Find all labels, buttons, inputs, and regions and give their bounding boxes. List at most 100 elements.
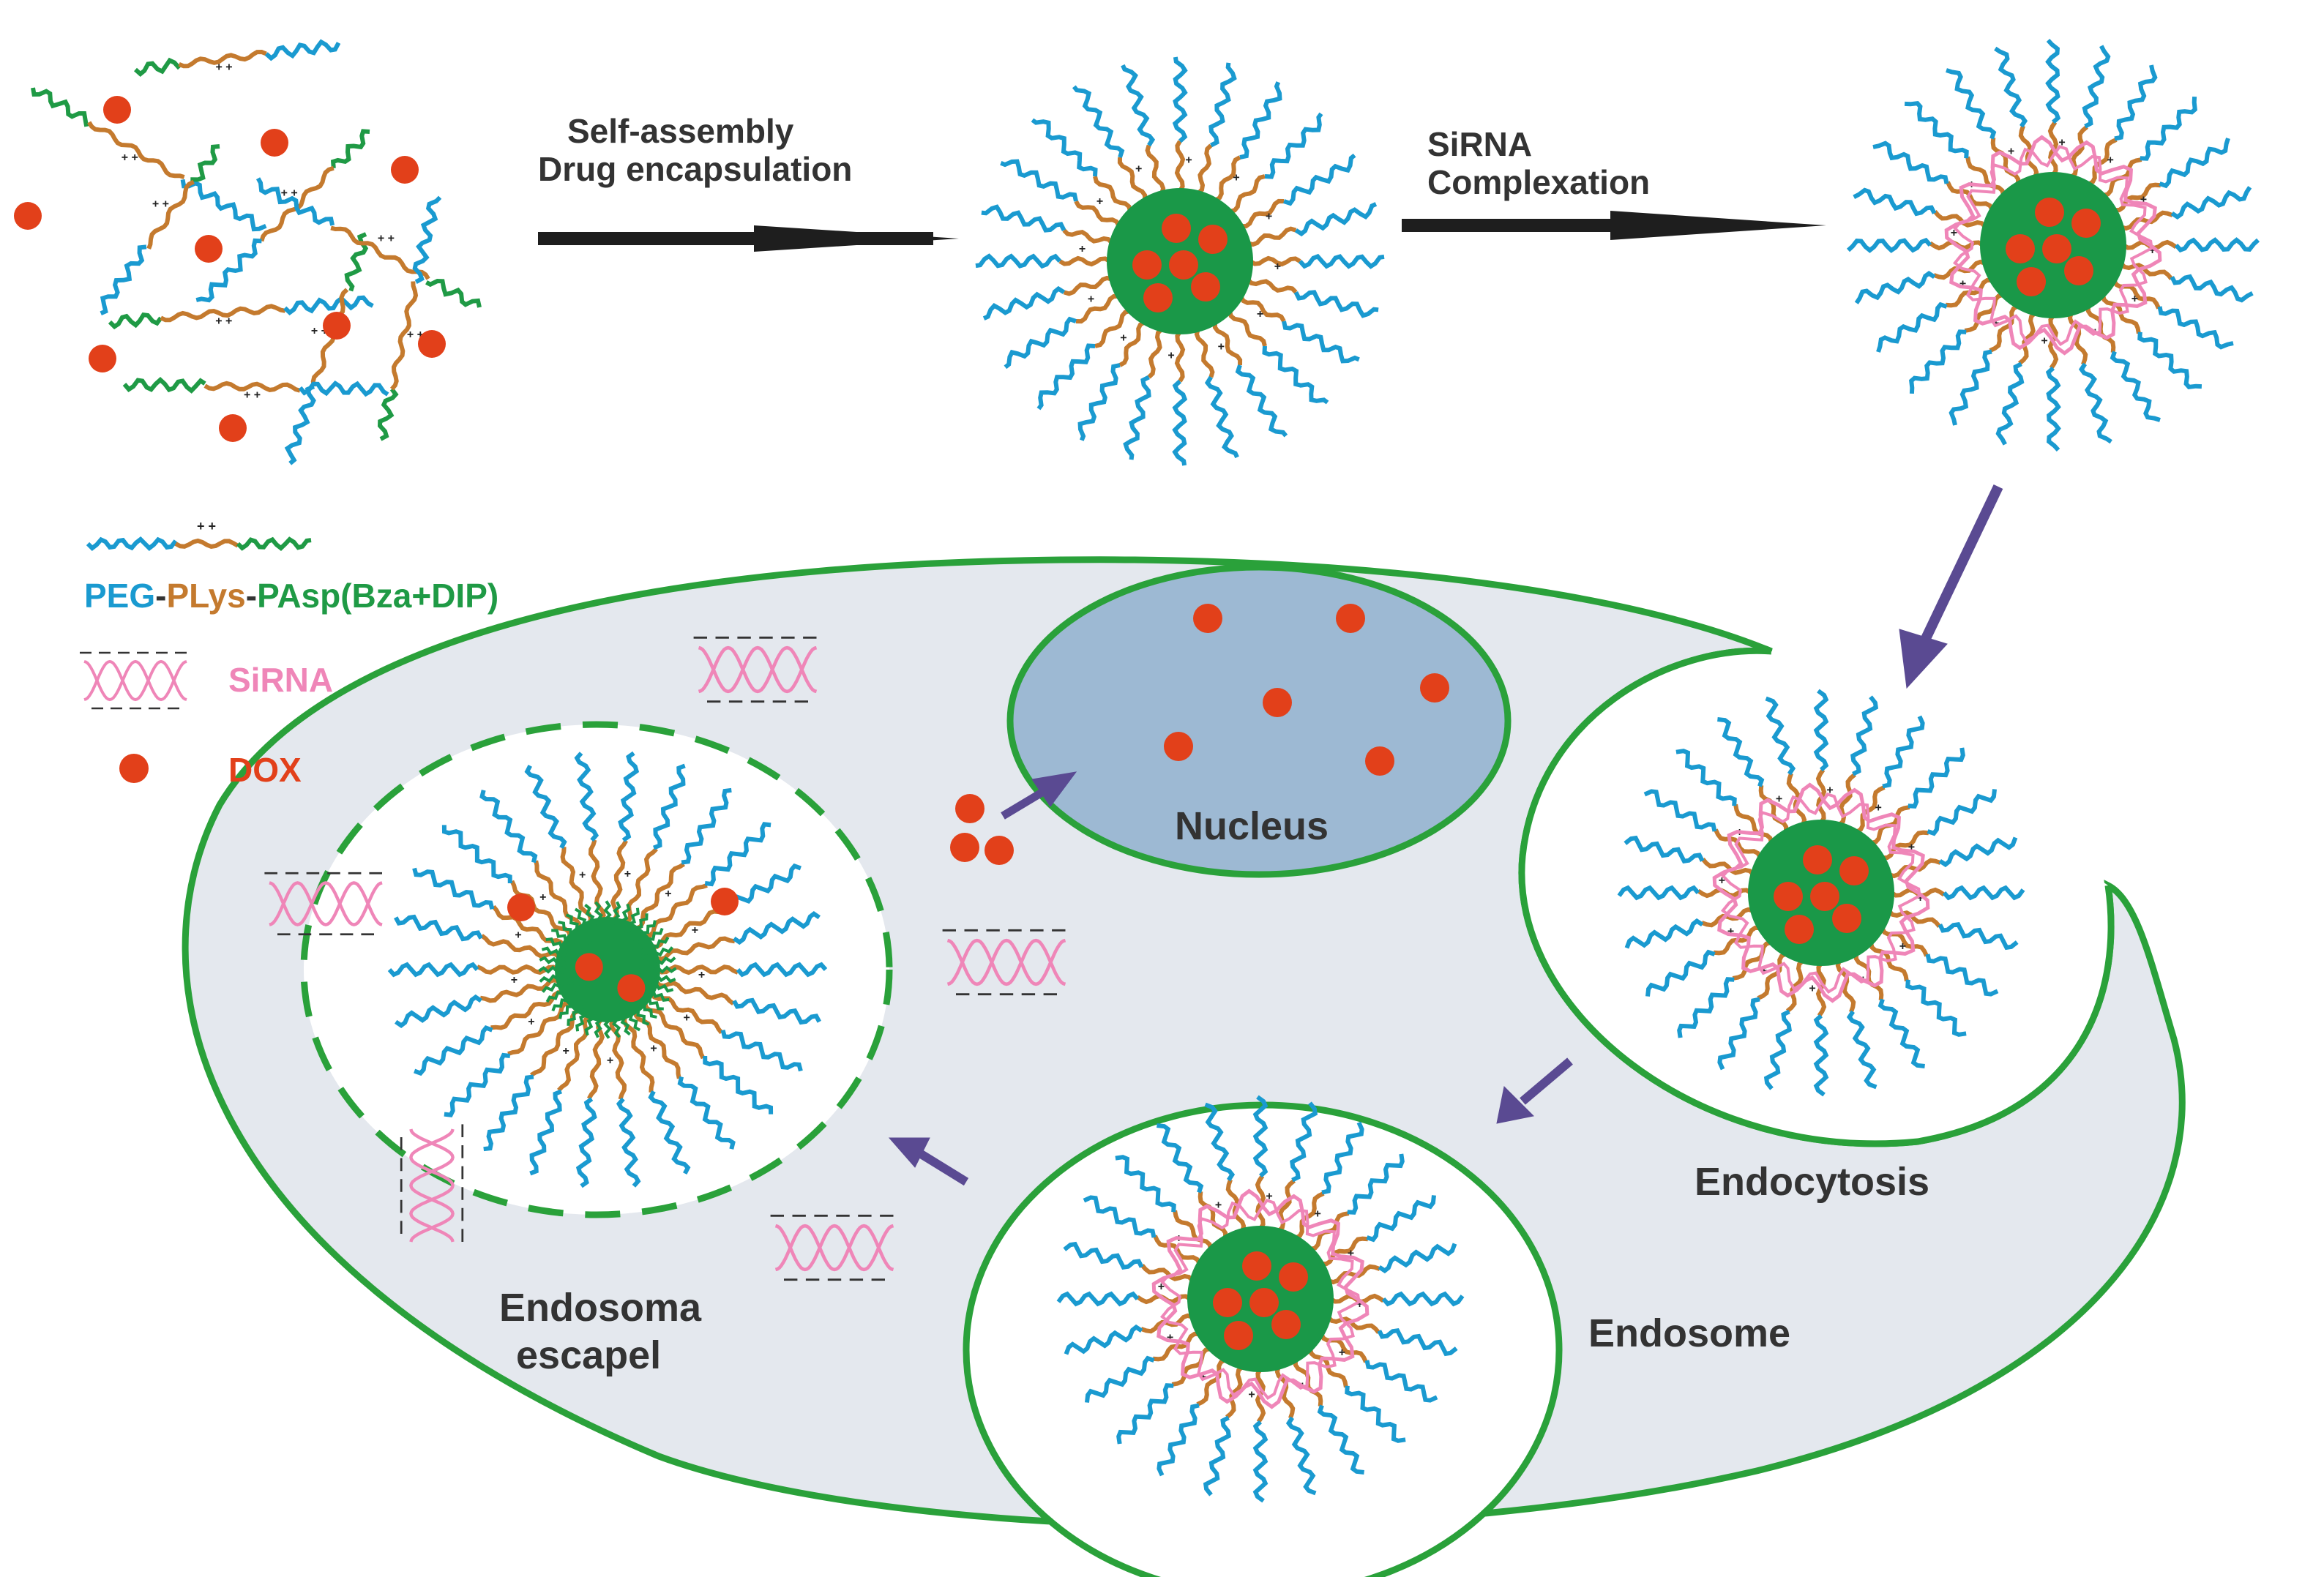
polymer-chain: + + <box>100 144 220 315</box>
charge-mark: + <box>1158 1281 1165 1293</box>
peg-segment <box>975 253 1062 269</box>
plys-segment <box>1888 858 1941 879</box>
peg-segment <box>387 962 479 978</box>
plys-segment <box>330 225 430 280</box>
peg-segment <box>677 1076 736 1150</box>
plys-segment <box>621 1016 655 1093</box>
peg-segment <box>1347 1153 1405 1215</box>
charge-mark: + + <box>216 61 233 74</box>
plys-segment <box>1887 909 1941 929</box>
plys-segment <box>1327 1264 1380 1285</box>
dox-particle <box>2017 267 2046 296</box>
plys-segment <box>1075 293 1119 324</box>
plys-segment <box>1241 198 1285 229</box>
plys-segment <box>1227 310 1267 347</box>
dox-particle <box>14 202 42 230</box>
pasp-chain <box>551 929 583 953</box>
plys-segment <box>1701 907 1755 928</box>
peg-segment <box>1239 81 1282 160</box>
plys-segment <box>1880 926 1929 957</box>
polymer-chain: + + <box>108 295 374 330</box>
polymer-chain: + + <box>255 177 482 308</box>
charge-mark: + + <box>122 151 138 164</box>
dox-particle <box>1785 915 1814 944</box>
pasp-chain <box>565 913 591 945</box>
legend-plys: PLys <box>166 577 245 615</box>
dox-particle <box>1271 1310 1301 1339</box>
charge-mark: + <box>1079 243 1086 255</box>
peg-segment <box>1717 997 1760 1071</box>
peg-segment <box>1116 1383 1174 1445</box>
plys-segment <box>654 980 735 1005</box>
charge-mark: + <box>1315 1208 1321 1221</box>
pasp-chain <box>629 920 657 949</box>
peg-segment <box>1282 321 1360 364</box>
peg-segment <box>720 1029 803 1072</box>
peg-segment <box>195 238 262 303</box>
charge-mark: + <box>650 1043 657 1055</box>
plys-segment <box>1173 1210 1214 1250</box>
peg-segment <box>1345 1385 1406 1443</box>
pasp-chain <box>545 982 580 1003</box>
charge-mark: + <box>1809 983 1815 995</box>
escape-label-line2: escapel <box>516 1333 661 1377</box>
charge-mark: + <box>539 891 546 904</box>
dox-particle <box>261 129 288 157</box>
peg-segment <box>1643 789 1717 832</box>
peg-segment <box>1172 379 1188 466</box>
plys-segment <box>587 1017 605 1100</box>
peg-segment <box>524 765 567 849</box>
pasp-chain <box>574 907 595 943</box>
pasp-segment <box>190 144 220 182</box>
endocytosis-label: Endocytosis <box>1695 1160 1929 1204</box>
peg-segment <box>1264 112 1323 179</box>
dox-particle <box>89 345 116 372</box>
dox-particle <box>1279 1262 1308 1292</box>
pasp-chain <box>567 994 591 1026</box>
peg-segment <box>1157 1123 1204 1194</box>
charge-mark: + <box>1719 874 1725 887</box>
peg-segment <box>1115 1155 1176 1213</box>
charge-mark: + <box>698 969 705 981</box>
pasp-segment <box>133 57 182 78</box>
charge-mark: + <box>1875 802 1882 814</box>
plys-segment <box>1758 784 1789 832</box>
sirna-shell <box>1151 1188 1370 1409</box>
micelle-layer: ++++++++++++++++++++++++++++++++++++++++… <box>387 38 2260 1503</box>
charge-mark: + <box>1339 1346 1345 1359</box>
drug-loaded-micelle: ++++++++++++ <box>975 56 1385 466</box>
dox-particle <box>195 235 223 263</box>
escape-label-line1: Endosoma <box>499 1286 702 1330</box>
plys-segment <box>1246 277 1298 294</box>
pasp-chain <box>637 946 674 962</box>
endosome-label: Endosome <box>1588 1311 1790 1355</box>
charge-mark: + <box>2149 244 2156 257</box>
legend-peg: PEG <box>84 577 155 615</box>
charge-mark: + <box>2140 194 2147 206</box>
dox-particle <box>575 953 603 981</box>
peg-segment <box>1252 1095 1269 1178</box>
peg-segment <box>1675 749 1737 806</box>
peg-segment <box>414 1025 493 1076</box>
charge-mark: + <box>1776 793 1782 806</box>
peg-segment <box>529 1089 562 1176</box>
pasp-chain <box>638 965 677 974</box>
sirna-shell-inner <box>1159 1199 1361 1401</box>
peg-segment <box>441 825 512 884</box>
dox-particle <box>955 794 984 823</box>
plys-segment <box>1229 174 1266 214</box>
peg-segment <box>1876 301 1948 353</box>
peg-segment <box>1172 56 1188 143</box>
peg-segment <box>1157 1403 1200 1477</box>
charge-mark: + <box>1185 154 1192 167</box>
peg-segment <box>395 994 482 1028</box>
peg-segment <box>2114 64 2158 141</box>
plys-segment <box>643 1002 706 1060</box>
pasp-chain <box>603 900 612 939</box>
nuclear-entry-arrow <box>1001 771 1077 820</box>
sirna-shell-inner <box>1952 145 2153 347</box>
plys-segment <box>1990 137 2021 184</box>
dox-particle <box>1162 214 1191 243</box>
charge-mark: + <box>1167 1331 1173 1344</box>
charge-mark: + <box>1257 308 1263 321</box>
